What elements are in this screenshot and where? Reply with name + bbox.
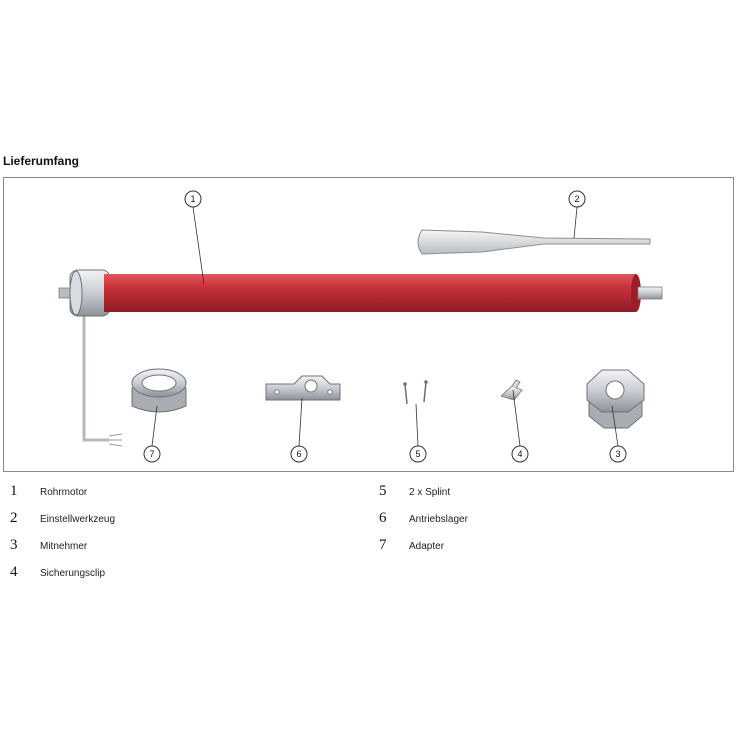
legend-number: 5 (379, 483, 387, 499)
motor-cable (82, 310, 123, 447)
parts-illustration: 1 2 3 4 5 6 7 (58, 190, 663, 463)
callout-label: 6 (296, 449, 301, 459)
callout-label: 7 (149, 449, 154, 459)
legend-label: Sicherungsclip (40, 568, 106, 579)
callout-1: 1 (184, 190, 202, 208)
legend-label: Antriebslager (409, 514, 468, 525)
callout-5: 5 (409, 445, 427, 463)
legend-item-5: 5 2 x Splint (379, 483, 450, 500)
adapter-ring (131, 368, 187, 413)
legend-item-2: 2 Einstellwerkzeug (10, 510, 115, 527)
callout-label: 1 (190, 194, 195, 204)
legend-item-6: 6 Antriebslager (379, 510, 468, 527)
callout-4: 4 (511, 445, 529, 463)
legend-number: 1 (10, 483, 18, 499)
callout-label: 5 (415, 449, 420, 459)
callout-leaders (151, 206, 619, 447)
callout-label: 3 (615, 449, 620, 459)
callout-7: 7 (143, 445, 161, 463)
legend-label: Adapter (409, 541, 445, 552)
legend-label: Rohrmotor (40, 487, 88, 498)
legend-item-3: 3 Mitnehmer (10, 537, 87, 554)
legend-number: 3 (10, 537, 18, 553)
section-heading: Lieferumfang (3, 154, 80, 168)
legend-item-4: 4 Sicherungsclip (10, 564, 105, 581)
split-pins (403, 380, 428, 405)
callout-3: 3 (609, 445, 627, 463)
legend-label: 2 x Splint (409, 487, 451, 498)
legend-number: 2 (10, 510, 18, 526)
callout-6: 6 (290, 445, 308, 463)
callout-label: 4 (517, 449, 522, 459)
parts-diagram: 1 2 3 4 5 6 7 (3, 177, 734, 472)
setting-tool (417, 229, 651, 255)
drive-bearing (265, 375, 341, 401)
legend-item-7: 7 Adapter (379, 537, 444, 554)
octagonal-driver (586, 369, 645, 429)
legend-number: 7 (379, 537, 387, 553)
legend-number: 6 (379, 510, 387, 526)
tubular-motor (58, 269, 663, 317)
legend-item-1: 1 Rohrmotor (10, 483, 87, 500)
legend-label: Mitnehmer (40, 541, 88, 552)
safety-clip (500, 379, 523, 401)
legend-label: Einstellwerkzeug (40, 514, 116, 525)
callout-2: 2 (568, 190, 586, 208)
callout-label: 2 (574, 194, 579, 204)
legend-number: 4 (10, 564, 18, 580)
parts-legend: 1 Rohrmotor 2 Einstellwerkzeug 3 Mitnehm… (0, 483, 736, 593)
